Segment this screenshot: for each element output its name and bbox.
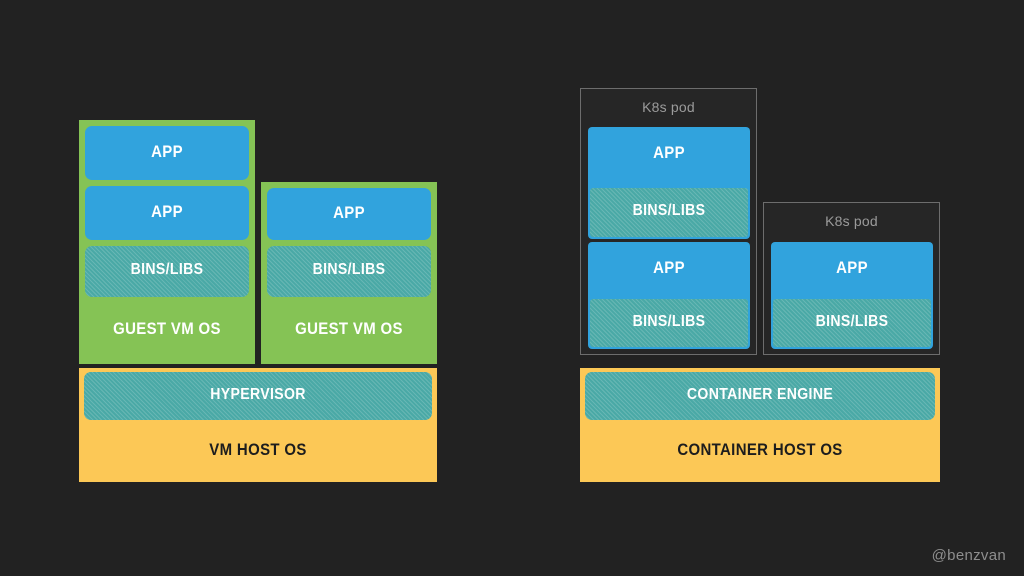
vm2-guest-os-label: GUEST VM OS bbox=[295, 319, 403, 338]
vm2-bins-libs-label: BINS/LIBS bbox=[312, 261, 386, 278]
pod2-container-1-app-label: APP bbox=[836, 258, 868, 277]
vm-host-os-label: VM HOST OS bbox=[209, 440, 307, 459]
k8s-pod-1-title: K8s pod bbox=[642, 99, 695, 115]
vm1-bins-libs-label: BINS/LIBS bbox=[130, 261, 204, 278]
pod1-container-2: APP BINS/LIBS bbox=[588, 242, 750, 349]
pod1-container-2-bins-libs: BINS/LIBS bbox=[590, 299, 748, 347]
container-host-os-label: CONTAINER HOST OS bbox=[677, 440, 843, 459]
vm1-app-2-label: APP bbox=[151, 202, 183, 221]
pod1-container-2-bins-libs-label: BINS/LIBS bbox=[632, 313, 706, 330]
vm2-app-1-label: APP bbox=[333, 203, 365, 222]
pod1-container-1: APP BINS/LIBS bbox=[588, 127, 750, 239]
pod1-container-2-app-label: APP bbox=[653, 258, 685, 277]
vm2-app-1: APP bbox=[267, 188, 431, 240]
vm1-bins-libs: BINS/LIBS bbox=[85, 246, 249, 297]
pod2-container-1-bins-libs-label: BINS/LIBS bbox=[815, 313, 889, 330]
vm1-guest-os: GUEST VM OS bbox=[79, 300, 255, 364]
k8s-pod-2-title: K8s pod bbox=[825, 213, 878, 229]
pod1-container-1-bins-libs: BINS/LIBS bbox=[590, 188, 748, 237]
pod2-container-1: APP BINS/LIBS bbox=[771, 242, 933, 349]
container-engine-label: CONTAINER ENGINE bbox=[686, 386, 834, 403]
pod2-container-1-bins-libs: BINS/LIBS bbox=[773, 299, 931, 347]
hypervisor: HYPERVISOR bbox=[84, 372, 432, 420]
hypervisor-label: HYPERVISOR bbox=[210, 386, 306, 403]
watermark: @benzvan bbox=[931, 547, 1006, 564]
pod1-container-1-app-label: APP bbox=[653, 143, 685, 162]
vm2-bins-libs: BINS/LIBS bbox=[267, 246, 431, 297]
vm1-app-1-label: APP bbox=[151, 142, 183, 161]
pod1-container-1-bins-libs-label: BINS/LIBS bbox=[632, 202, 706, 219]
vm1-app-2: APP bbox=[85, 186, 249, 240]
container-engine: CONTAINER ENGINE bbox=[585, 372, 935, 420]
vm1-guest-os-label: GUEST VM OS bbox=[113, 319, 221, 338]
vm2-guest-os: GUEST VM OS bbox=[261, 300, 437, 364]
vm1-app-1: APP bbox=[85, 126, 249, 180]
